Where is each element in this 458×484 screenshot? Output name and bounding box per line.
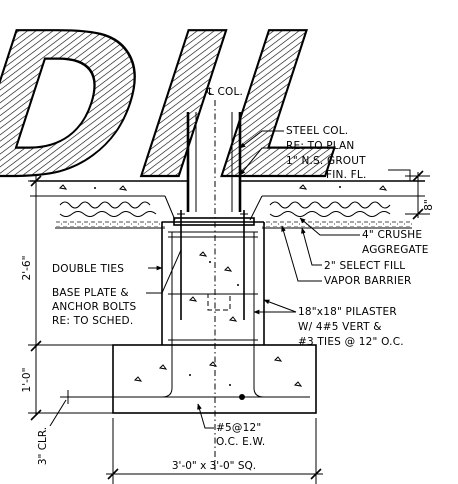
footing-depth-dim: 1'-0" bbox=[21, 368, 33, 393]
bottom-dimension: 3'-0" x 3'-0" SQ. bbox=[106, 418, 323, 484]
crushed-label-2: AGGREGATE bbox=[362, 244, 429, 256]
footing bbox=[112, 344, 317, 414]
clear-dim: 3" CLR. bbox=[37, 427, 49, 465]
pilaster bbox=[161, 210, 265, 388]
steel-col-label: STEEL COL. bbox=[286, 125, 348, 137]
watermark-text: DIL bbox=[0, 0, 397, 224]
labels: STEEL COL. RE: TO PLAN 1" N.S. GROUT FIN… bbox=[52, 125, 429, 448]
double-ties-label: DOUBLE TIES bbox=[52, 263, 124, 275]
select-fill-label: 2" SELECT FILL bbox=[324, 260, 405, 272]
footing-size-dim: 3'-0" x 3'-0" SQ. bbox=[172, 460, 256, 472]
vapor-barrier-label: VAPOR BARRIER bbox=[324, 275, 412, 287]
base-plate-label-2: ANCHOR BOLTS bbox=[52, 301, 136, 313]
grout-label: 1" N.S. GROUT bbox=[286, 155, 366, 167]
centerline: ℄ COL. bbox=[206, 86, 243, 470]
re-plan-label: RE: TO PLAN bbox=[286, 140, 354, 152]
pilaster-label-1: 18"x18" PILASTER bbox=[298, 306, 397, 318]
slab-thickness-dim: 8" bbox=[423, 199, 435, 211]
centerline-label: ℄ COL. bbox=[206, 86, 243, 98]
pilaster-label-2: W/ 4#5 VERT & bbox=[298, 321, 382, 333]
left-dimensions: 2'-6" 1'-0" 3" CLR. bbox=[21, 175, 120, 465]
steel-column bbox=[186, 112, 242, 212]
fin-fl-label: FIN. FL. bbox=[326, 169, 367, 181]
base-plate-label-1: BASE PLATE & bbox=[52, 287, 129, 299]
crushed-aggregate bbox=[55, 201, 412, 229]
leaders bbox=[146, 130, 411, 429]
slab-dimension: 8" bbox=[405, 170, 435, 220]
rebar-label-1: #5@12" bbox=[216, 422, 261, 434]
crushed-label-1: 4" CRUSHE bbox=[362, 229, 422, 241]
pier-height-dim: 2'-6" bbox=[21, 256, 33, 281]
pilaster-label-3: #3 TIES @ 12" O.C. bbox=[298, 336, 404, 348]
rebar-label-2: O.C. E.W. bbox=[216, 436, 265, 448]
base-plate-label-3: RE: TO SCHED. bbox=[52, 315, 133, 327]
watermark: DIL bbox=[0, 0, 398, 225]
